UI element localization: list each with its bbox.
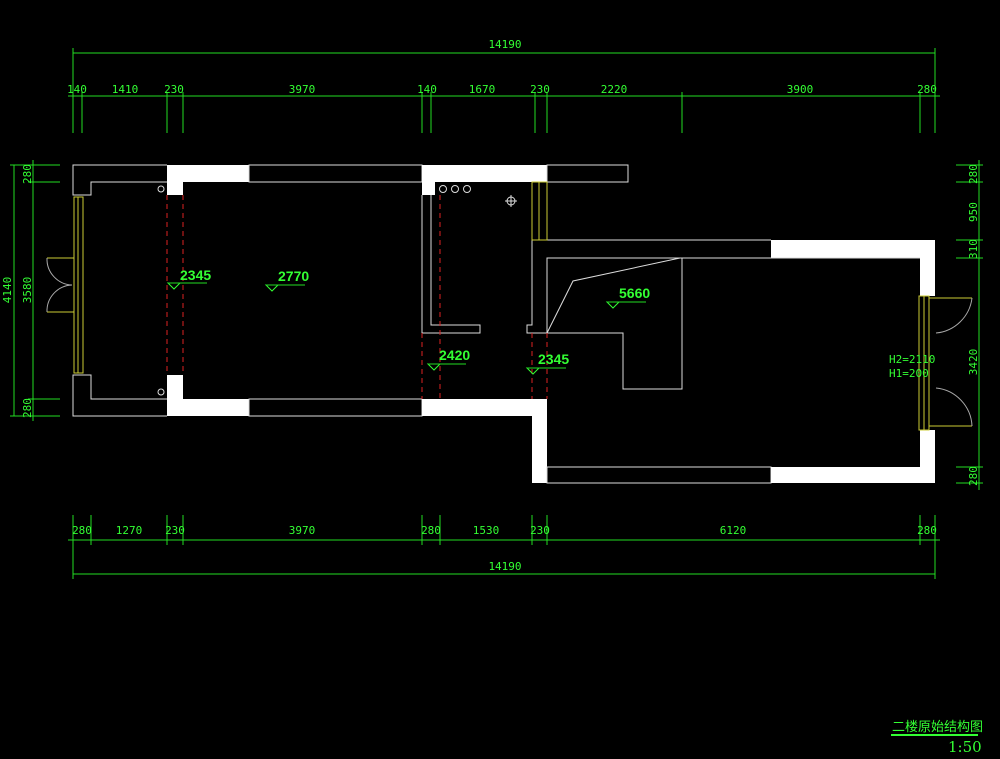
top-dim: 1410	[112, 83, 139, 96]
level-marker: 2420	[426, 347, 470, 371]
level-marker: 2345	[166, 267, 211, 290]
bottom-dim: 6120	[720, 524, 747, 537]
level-marker: 5660	[605, 285, 650, 309]
bottom-dimensions: 280 1270 230 3970 280 1530 230 6120 280 …	[68, 515, 940, 579]
top-dim: 140	[67, 83, 87, 96]
bottom-dim: 230	[165, 524, 185, 537]
level-label: 2770	[278, 268, 309, 284]
walls	[72, 164, 935, 484]
bottom-dim: 1270	[116, 524, 143, 537]
level-marker: 2345	[525, 351, 569, 375]
bottom-dim: 1530	[473, 524, 500, 537]
level-label: 2420	[439, 347, 470, 363]
bottom-dim: 280	[421, 524, 441, 537]
right-dim: 280	[967, 164, 980, 184]
top-dim: 2220	[601, 83, 628, 96]
bottom-dim: 280	[72, 524, 92, 537]
left-dimensions: 4140 280 3580 280	[1, 160, 60, 421]
top-dimensions: 14190 140 1410 230 3970 140 1670 230 222…	[67, 38, 940, 133]
bottom-dim: 280	[917, 524, 937, 537]
top-dim: 230	[530, 83, 550, 96]
drawing-title: 二楼原始结构图	[892, 720, 983, 735]
level-marker: 2770	[264, 268, 309, 292]
top-dim: 3970	[289, 83, 316, 96]
bottom-dim: 230	[530, 524, 550, 537]
right-dim: 3420	[967, 349, 980, 376]
top-dim: 1670	[469, 83, 496, 96]
level-label: 2345	[180, 267, 211, 283]
top-dim: 280	[917, 83, 937, 96]
window-height-h2: H2=2110	[889, 353, 935, 366]
level-label: 5660	[619, 285, 650, 301]
level-markers: 2345 2770 5660 2420 2345	[166, 267, 650, 375]
left-dim: 3580	[21, 277, 34, 304]
top-dim: 140	[417, 83, 437, 96]
bottom-overall-dim: 14190	[488, 560, 521, 573]
right-dim: 280	[967, 466, 980, 486]
left-overall-dim: 4140	[1, 277, 14, 304]
crosshair-cursor	[505, 195, 517, 207]
level-label: 2345	[538, 351, 569, 367]
left-dim: 280	[21, 164, 34, 184]
right-dim: 950	[967, 202, 980, 222]
top-dim: 230	[164, 83, 184, 96]
windows-doors	[46, 181, 973, 431]
right-dimensions: 280 950 310 3420 280	[956, 160, 983, 490]
beam-lines	[166, 195, 548, 399]
right-dim: 310	[967, 239, 980, 259]
bottom-dim: 3970	[289, 524, 316, 537]
top-overall-dim: 14190	[488, 38, 521, 51]
window-height-h1: H1=200	[889, 367, 929, 380]
left-dim: 280	[21, 398, 34, 418]
drawing-scale: 1:50	[948, 738, 982, 756]
top-dim: 3900	[787, 83, 814, 96]
